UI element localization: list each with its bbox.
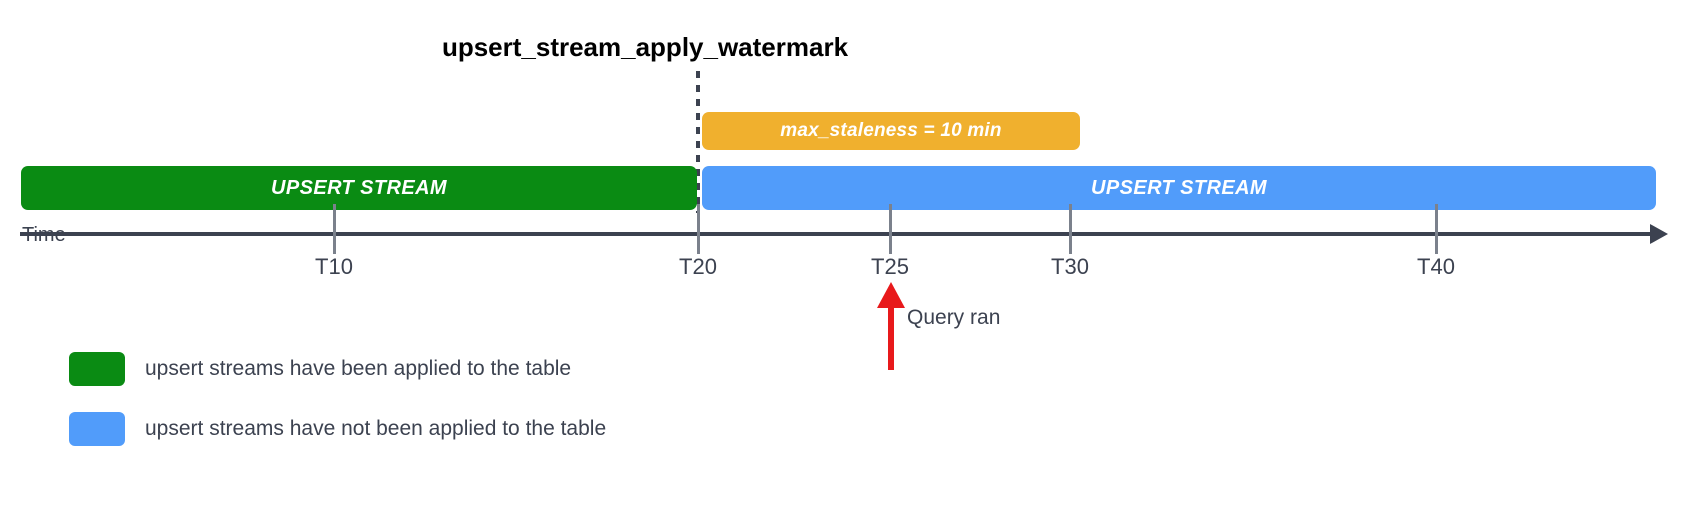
query-ran-arrow-shaft — [888, 305, 894, 370]
upsert-stream-not-applied-label: UPSERT STREAM — [1091, 176, 1267, 199]
upsert-stream-applied-label: UPSERT STREAM — [271, 176, 447, 199]
legend-swatch-applied-icon — [69, 352, 125, 386]
legend-item-applied: upsert streams have been applied to the … — [69, 352, 571, 386]
time-axis-label: Time — [22, 224, 66, 246]
upsert-stream-not-applied-bar: UPSERT STREAM — [702, 166, 1656, 210]
axis-tick-t40 — [1435, 204, 1438, 254]
legend-label-applied: upsert streams have been applied to the … — [145, 357, 572, 380]
upsert-stream-applied-bar: UPSERT STREAM — [21, 166, 697, 210]
axis-tick-label-t25: T25 — [871, 254, 909, 279]
axis-tick-t10 — [333, 204, 336, 254]
legend-label-not-applied: upsert streams have not been applied to … — [145, 417, 607, 440]
time-axis-line — [20, 232, 1660, 236]
max-staleness-bar-label: max_staleness = 10 min — [780, 120, 1002, 141]
legend-item-not-applied: upsert streams have not been applied to … — [69, 412, 606, 446]
axis-tick-t20 — [697, 204, 700, 254]
watermark-dotted-line — [696, 71, 700, 213]
axis-tick-label-t40: T40 — [1417, 254, 1455, 279]
axis-tick-label-t30: T30 — [1051, 254, 1089, 279]
axis-tick-t30 — [1069, 204, 1072, 254]
legend-swatch-not-applied-icon — [69, 412, 125, 446]
time-axis-arrow-icon — [1650, 224, 1668, 244]
axis-tick-label-t10: T10 — [315, 254, 353, 279]
query-ran-label: Query ran — [907, 306, 1001, 329]
max-staleness-bar: max_staleness = 10 min — [702, 112, 1080, 150]
diagram-title: upsert_stream_apply_watermark — [441, 32, 849, 62]
query-ran-arrow-icon — [877, 282, 905, 308]
axis-tick-t25 — [889, 204, 892, 254]
axis-tick-label-t20: T20 — [679, 254, 717, 279]
